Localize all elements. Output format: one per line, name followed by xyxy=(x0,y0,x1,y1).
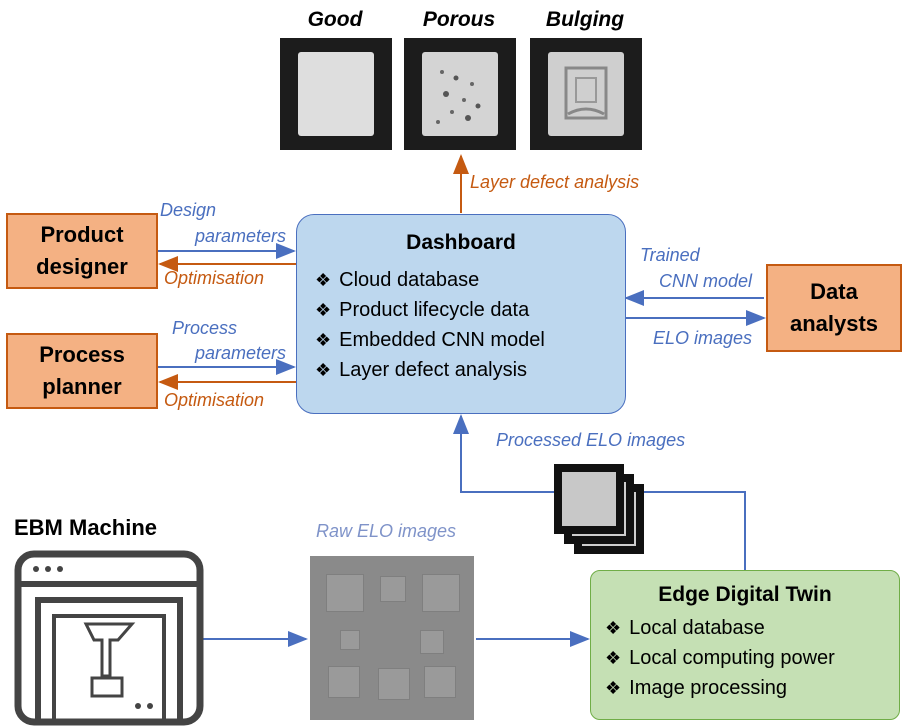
ebm-machine-icon xyxy=(14,550,204,726)
process-label-line1: Process xyxy=(172,318,238,338)
diamond-bullet-icon: ❖ xyxy=(315,300,332,320)
dashboard-item: ❖Embedded CNN model xyxy=(315,329,545,351)
image-good xyxy=(280,38,392,150)
dashboard-item: ❖Layer defect analysis xyxy=(315,359,528,381)
diamond-bullet-icon: ❖ xyxy=(605,678,622,698)
design-label-line2: parameters xyxy=(194,226,286,246)
trained-label-line2: CNN model xyxy=(658,271,752,291)
label-layer-defect-analysis: Layer defect analysis xyxy=(470,172,640,192)
edge-title: Edge Digital Twin xyxy=(658,583,832,606)
edge-item: ❖Local computing power xyxy=(605,647,835,669)
dashboard-title: Dashboard xyxy=(406,231,516,254)
dashboard-item: ❖Product lifecycle data xyxy=(315,299,530,321)
processed-image-stack xyxy=(546,460,656,560)
trained-label-line1: Trained xyxy=(640,245,700,265)
diamond-bullet-icon: ❖ xyxy=(315,270,332,290)
edge-digital-twin-box: Edge Digital Twin ❖Local database ❖Local… xyxy=(590,570,900,720)
processed-elo-label: Processed ELO images xyxy=(496,430,686,450)
design-label-line1: Design xyxy=(160,200,217,220)
label-porous: Porous xyxy=(422,8,496,31)
ebm-machine-label: EBM Machine xyxy=(14,515,158,540)
process-planner-box: Process planner xyxy=(6,333,158,409)
optimisation-label-planner: Optimisation xyxy=(164,390,265,410)
dashboard-box: Dashboard ❖Cloud database ❖Product lifec… xyxy=(296,214,626,414)
data-analysts-box: Data analysts xyxy=(766,264,902,352)
data-analysts-line1: Data xyxy=(810,279,858,304)
process-planner-line1: Process xyxy=(39,342,125,367)
edge-item: ❖Local database xyxy=(605,617,765,639)
optimisation-label-designer: Optimisation xyxy=(164,268,265,288)
process-label-line2: parameters xyxy=(194,343,286,363)
product-designer-line2: designer xyxy=(36,254,128,279)
product-designer-box: Product designer xyxy=(6,213,158,289)
raw-elo-image xyxy=(310,556,474,720)
dashboard-features: ❖Cloud database ❖Product lifecycle data … xyxy=(315,265,625,385)
edge-item: ❖Image processing xyxy=(605,677,788,699)
diamond-bullet-icon: ❖ xyxy=(605,618,622,638)
raw-elo-label: Raw ELO images xyxy=(316,521,457,541)
dashboard-item: ❖Cloud database xyxy=(315,269,480,291)
data-analysts-line2: analysts xyxy=(789,311,879,336)
image-porous xyxy=(404,38,516,150)
label-bulging: Bulging xyxy=(545,8,625,31)
image-bulging xyxy=(530,38,642,150)
label-good: Good xyxy=(307,8,363,31)
edge-features: ❖Local database ❖Local computing power ❖… xyxy=(605,613,899,703)
diamond-bullet-icon: ❖ xyxy=(315,360,332,380)
diamond-bullet-icon: ❖ xyxy=(315,330,332,350)
process-planner-line2: planner xyxy=(42,374,122,399)
diamond-bullet-icon: ❖ xyxy=(605,648,622,668)
product-designer-line1: Product xyxy=(40,222,124,247)
elo-images-label: ELO images xyxy=(652,328,752,348)
